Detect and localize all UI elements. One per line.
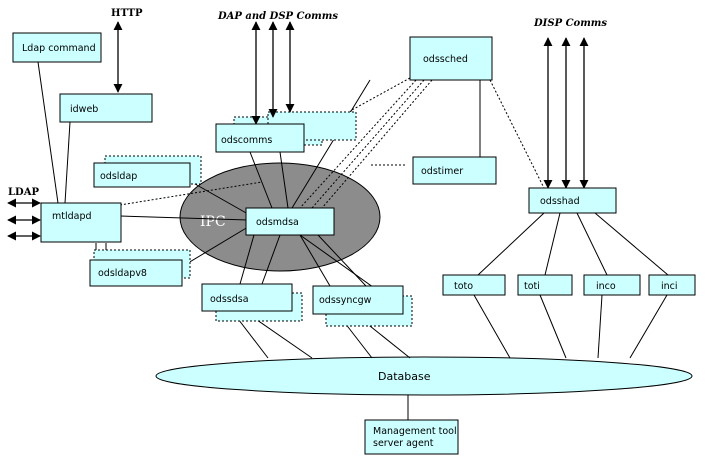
database-label: Database xyxy=(378,370,431,383)
box-ldapd xyxy=(40,202,122,243)
box-odsldap xyxy=(93,162,191,188)
dap-dsp-label: DAP and DSP Comms xyxy=(217,11,338,22)
connections xyxy=(37,61,669,420)
arrows xyxy=(7,21,589,241)
box-odscomms xyxy=(215,123,305,153)
box-odstimer xyxy=(412,156,497,185)
box-odssdsa xyxy=(201,283,293,312)
box-mgmt-tool xyxy=(364,419,459,455)
odsldap-label: odsldap xyxy=(100,171,137,182)
odsmdsa-label: odsmdsa xyxy=(256,217,299,228)
ipc-label: IPC xyxy=(200,214,226,230)
inci-label: inci xyxy=(661,281,678,292)
mgmt-tool-label-line2: server agent xyxy=(373,438,434,449)
odssdsa-label: odssdsa xyxy=(210,294,249,305)
box-ldap-command xyxy=(12,32,102,63)
odsldapv8-label: odsldapv8 xyxy=(98,268,147,279)
disp-label: DISP Comms xyxy=(533,18,607,29)
dotted-connections xyxy=(119,77,545,209)
ldap-command-label: Ldap command xyxy=(22,43,96,54)
box-inci xyxy=(648,274,696,296)
odstimer-label: odstimer xyxy=(421,166,463,177)
odssched-label: odssched xyxy=(423,54,468,65)
component-boxes xyxy=(12,32,696,455)
odsshad-label: odsshad xyxy=(540,196,580,207)
idweb-label: idweb xyxy=(70,104,98,115)
box-odsldapv8 xyxy=(89,259,183,287)
mgmt-tool-label-line1: Management tool xyxy=(373,426,457,437)
box-odsmdsa xyxy=(245,207,335,236)
toto-label: toto xyxy=(454,281,473,292)
box-odssyncgw xyxy=(312,285,404,315)
odssyncgw-label: odssyncgw xyxy=(319,295,372,306)
toti-label: toti xyxy=(524,281,540,292)
box-idweb xyxy=(59,93,153,123)
ldapd-label: mtldapd xyxy=(52,211,92,222)
box-toto xyxy=(442,274,506,296)
box-odssched xyxy=(409,36,493,81)
box-toti xyxy=(517,274,573,296)
inco-label: inco xyxy=(596,281,616,292)
box-inco xyxy=(583,274,641,296)
http-label: HTTP xyxy=(111,8,143,19)
ldap-label: LDAP xyxy=(8,187,39,198)
odscomms-label: odscomms xyxy=(221,135,272,146)
box-odsshad xyxy=(528,187,617,214)
database xyxy=(155,356,693,396)
